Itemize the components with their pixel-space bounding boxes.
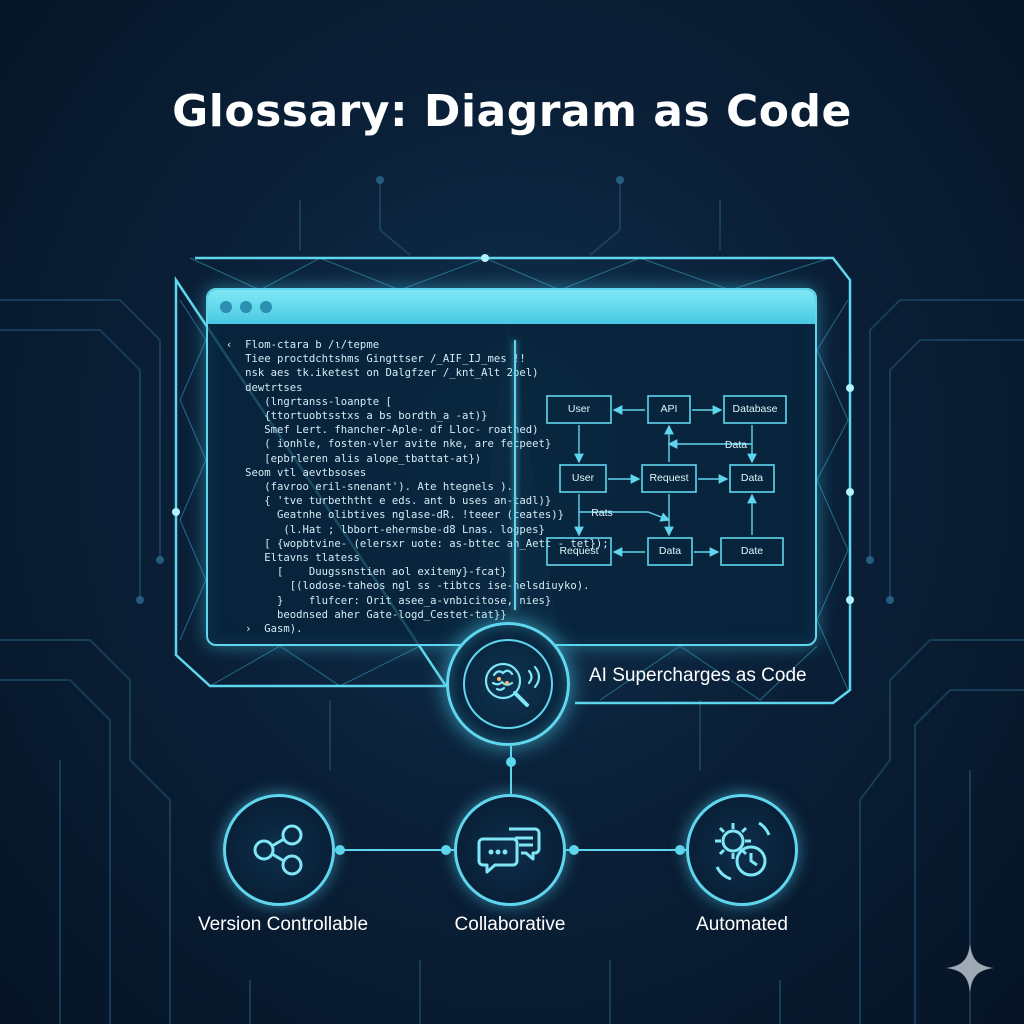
flow-node (546, 395, 612, 424)
sparkle-icon (946, 944, 994, 992)
page-title: Glossary: Diagram as Code (172, 86, 852, 137)
flow-node-label: Date (740, 545, 764, 557)
flow-node-label: Request (649, 472, 689, 484)
code-line: Smef Lert. fhancher-Aple- df Lloc- roatn… (226, 424, 539, 437)
ai-badge[interactable] (446, 622, 570, 746)
ai-caption: AI Supercharges as Code (589, 665, 807, 686)
code-line: Geatnhe olibtives nglase-dR. !teeer (cea… (226, 509, 565, 522)
flow-node-label: User (571, 472, 595, 484)
flow-node-label: Request (559, 545, 599, 557)
flow-node-label: API (660, 403, 678, 415)
flow-node (559, 464, 607, 493)
code-line: [epbrleren alis alope_tbattat-at}) (226, 452, 482, 465)
chat-bubbles-icon (477, 827, 541, 874)
flow-node-label: Data (740, 472, 764, 484)
flow-edge (579, 511, 671, 522)
feature-version-controllable[interactable] (223, 794, 335, 906)
ai-badge-inner-ring (463, 639, 553, 729)
window-dot-icon[interactable] (220, 301, 232, 313)
code-line: nsk aes tk.iketest on Dalgfzer /_knt_Alt… (226, 367, 539, 380)
flow-node (546, 537, 612, 566)
code-line: Tiee proctdchtshms Gingttser /_AIF_IJ_me… (226, 353, 526, 366)
code-line: ( ionhle, fosten-vler avite nke, are fec… (226, 438, 552, 451)
code-line: { 'tve turbeththt e eds. ant b uses an-t… (226, 495, 552, 508)
code-line: } flufcer: Orit asee_a-vnbicitose, nies} (226, 594, 552, 607)
window-dot-icon[interactable] (240, 301, 252, 313)
flow-node (641, 464, 697, 493)
brain-magnifier-icon (484, 662, 541, 707)
flow-node-label: User (567, 403, 591, 415)
code-line: Seom vtl aevtbsoses (226, 466, 367, 479)
edge-label-data: Data (724, 439, 748, 451)
flow-node (729, 464, 775, 493)
flow-node-label: Data (658, 545, 682, 557)
code-line: dewtrtses (226, 381, 303, 394)
window-titlebar (208, 290, 815, 324)
flow-node (647, 395, 691, 424)
edge-label-rats: Rats (591, 507, 613, 519)
feature-label: Automated (696, 914, 788, 935)
panel-divider (514, 340, 516, 610)
feature-collaborative[interactable] (454, 794, 566, 906)
code-line: [(lodose-taheos ngl ss -tibtcs ise-nelsd… (226, 580, 590, 593)
code-line: ‹ Flom-ctara b /ι/tepme (226, 339, 380, 351)
feature-label: Collaborative (454, 914, 566, 935)
branch-share-icon (253, 824, 303, 876)
flow-node (723, 395, 787, 424)
code-editor-window: ‹ Flom-ctara b /ι/tepme Tiee proctdchtsh… (206, 288, 817, 646)
window-dot-icon[interactable] (260, 301, 272, 313)
gear-clock-icon (715, 821, 771, 881)
code-line: beodnsed aher Gate-logd_Cestet-tat}} (226, 608, 507, 621)
code-line: › Gasm). (226, 623, 303, 636)
code-line: (l.Hat ; lbbort-ehermsbe-d8 Lnas. logpes… (226, 523, 545, 536)
flow-node (647, 537, 693, 566)
feature-automated[interactable] (686, 794, 798, 906)
code-line: {ttortuobtsstxs a bs bordth_a -at)} (226, 410, 488, 423)
flow-node (720, 537, 784, 566)
flowchart-panel (546, 395, 787, 566)
code-line: [ Duugssnstien aol exitemy}-fcat} (226, 566, 507, 579)
feature-label: Version Controllable (197, 914, 369, 935)
code-line: (lngrtanss-loanpte [ (226, 395, 392, 408)
flow-node-label: Database (732, 403, 778, 415)
code-line: [ {wopbtvine- (elersxr uote: as-bttec an… (226, 537, 609, 550)
code-line: Eltavns tlatess (226, 552, 360, 565)
code-line: (favroo eril-snenant'). Ate htegnels ). (226, 481, 514, 494)
code-panel: ‹ Flom-ctara b /ι/tepme Tiee proctdchtsh… (226, 338, 609, 636)
